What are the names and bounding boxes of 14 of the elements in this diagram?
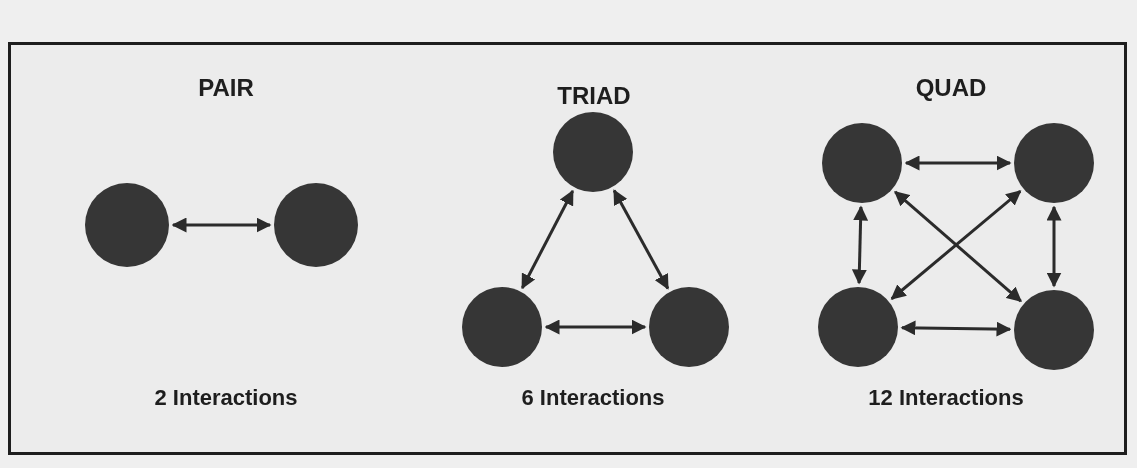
double-arrow [612, 189, 670, 290]
interaction-count: 6 Interactions [521, 385, 665, 411]
double-arrow [900, 320, 1012, 337]
group-title: TRIAD [557, 82, 631, 110]
double-arrow [171, 217, 272, 233]
interaction-count: 12 Interactions [868, 385, 1024, 411]
double-arrow [851, 205, 869, 285]
group-title: QUAD [915, 74, 987, 102]
interaction-count: 2 Interactions [154, 385, 298, 411]
double-arrow [544, 319, 647, 335]
double-arrow [1046, 205, 1062, 288]
group-title: PAIR [198, 74, 254, 102]
double-arrow [904, 155, 1012, 171]
double-arrow [520, 189, 575, 290]
